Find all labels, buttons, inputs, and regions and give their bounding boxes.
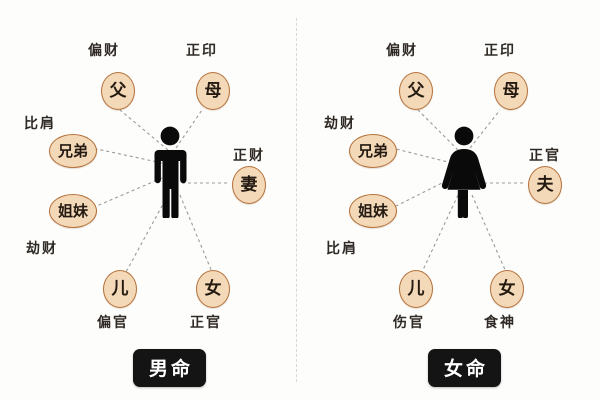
panel-male: 偏财 父 正印 母 比肩 兄弟 姐妹 劫财 正财 妻 儿 偏官 女 正官 男命 [24, 43, 266, 387]
edge-lines-female [391, 109, 526, 273]
male-figure [150, 126, 190, 220]
node-son[interactable]: 儿 [399, 270, 433, 308]
tag-son: 伤官 [393, 315, 425, 331]
edge-to-father [119, 109, 169, 151]
node-husband[interactable]: 夫 [528, 166, 562, 204]
edge-to-son [421, 194, 459, 273]
tag-daughter: 食神 [484, 315, 516, 331]
node-daughter[interactable]: 女 [490, 270, 524, 308]
tag-sister: 比肩 [326, 241, 358, 257]
edge-to-daughter [471, 194, 507, 273]
tag-mother: 正印 [484, 43, 516, 59]
caption-female: 女命 [428, 349, 502, 387]
tag-father: 偏财 [88, 43, 120, 59]
tag-mother: 正印 [186, 43, 218, 59]
tag-daughter: 正官 [190, 315, 222, 331]
node-son[interactable]: 儿 [103, 270, 137, 308]
female-figure [440, 126, 488, 219]
edge-to-mother [469, 109, 501, 149]
panel-divider [296, 18, 297, 382]
tag-wife: 正财 [233, 148, 265, 164]
caption-male: 男命 [133, 349, 207, 387]
tag-father: 偏财 [386, 43, 418, 59]
node-sister[interactable]: 姐妹 [349, 194, 397, 228]
tag-sister: 劫财 [26, 241, 58, 257]
node-daughter[interactable]: 女 [196, 270, 230, 308]
edge-to-daughter [179, 194, 213, 273]
edge-to-sister [391, 177, 453, 209]
node-mother[interactable]: 母 [494, 72, 528, 110]
tag-husband: 正官 [529, 148, 561, 164]
edge-to-mother [175, 109, 203, 149]
edge-to-son [125, 194, 169, 273]
node-father[interactable]: 父 [101, 72, 135, 110]
edge-to-sister [91, 177, 163, 209]
node-mother[interactable]: 母 [196, 72, 230, 110]
edge-lines-male [91, 109, 230, 273]
tag-son: 偏官 [97, 315, 129, 331]
panel-female: 偏财 父 正印 母 劫财 兄弟 姐妹 比肩 正官 夫 儿 伤官 女 食神 女命 [300, 0, 600, 400]
tag-brother: 劫财 [324, 116, 356, 132]
edge-to-brother [391, 147, 453, 164]
node-brother[interactable]: 兄弟 [349, 134, 397, 168]
node-brother[interactable]: 兄弟 [49, 134, 97, 168]
node-wife[interactable]: 妻 [232, 166, 266, 204]
tag-brother: 比肩 [24, 116, 56, 132]
node-sister[interactable]: 姐妹 [49, 194, 97, 228]
node-father[interactable]: 父 [399, 72, 433, 110]
